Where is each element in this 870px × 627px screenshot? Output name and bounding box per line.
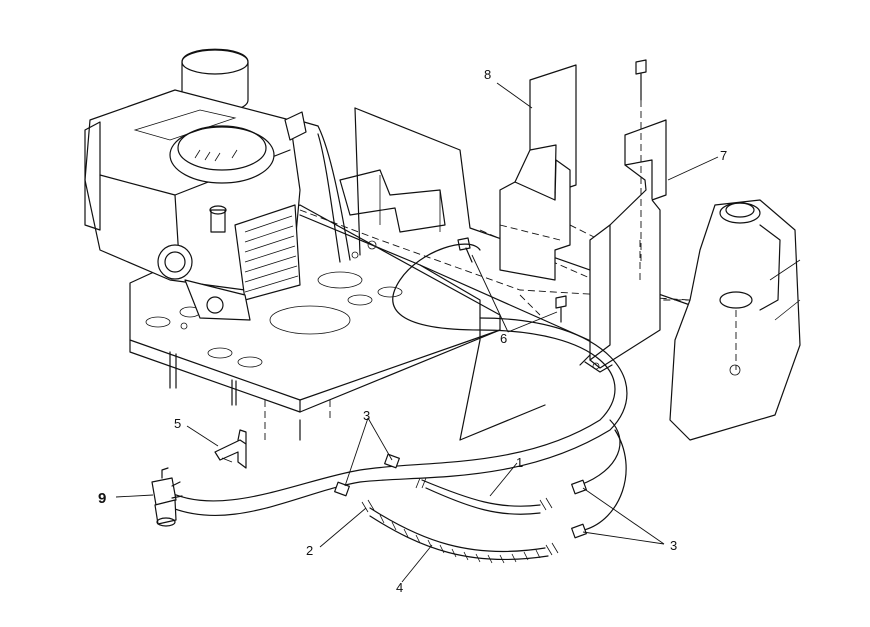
callout-7: 7 — [720, 148, 727, 163]
hose-2 — [361, 499, 375, 513]
hose-4 — [369, 507, 559, 564]
clip-bracket-5 — [214, 429, 247, 469]
bolts-6 — [457, 59, 647, 323]
fuel-tank — [669, 199, 801, 441]
engine — [84, 48, 319, 321]
callout-3-right: 3 — [670, 538, 677, 553]
guard-panel-8 — [499, 64, 577, 281]
callout-1: 1 — [516, 455, 523, 470]
callout-4: 4 — [396, 580, 403, 595]
callout-2: 2 — [306, 543, 313, 558]
clamps-3 — [334, 453, 587, 539]
callout-3-upper: 3 — [363, 408, 370, 423]
tank-bracket-7 — [584, 119, 667, 373]
callout-8: 8 — [484, 67, 491, 82]
hose-1 — [415, 477, 553, 515]
leader-lines — [115, 82, 719, 583]
fuel-lines — [164, 125, 628, 531]
fuel-filter-9 — [151, 467, 183, 527]
callout-9: 9 — [98, 490, 106, 507]
callout-6: 6 — [500, 331, 507, 346]
callout-5: 5 — [174, 416, 181, 431]
callouts: 8 7 6 5 3 1 3 9 2 4 — [98, 67, 727, 595]
